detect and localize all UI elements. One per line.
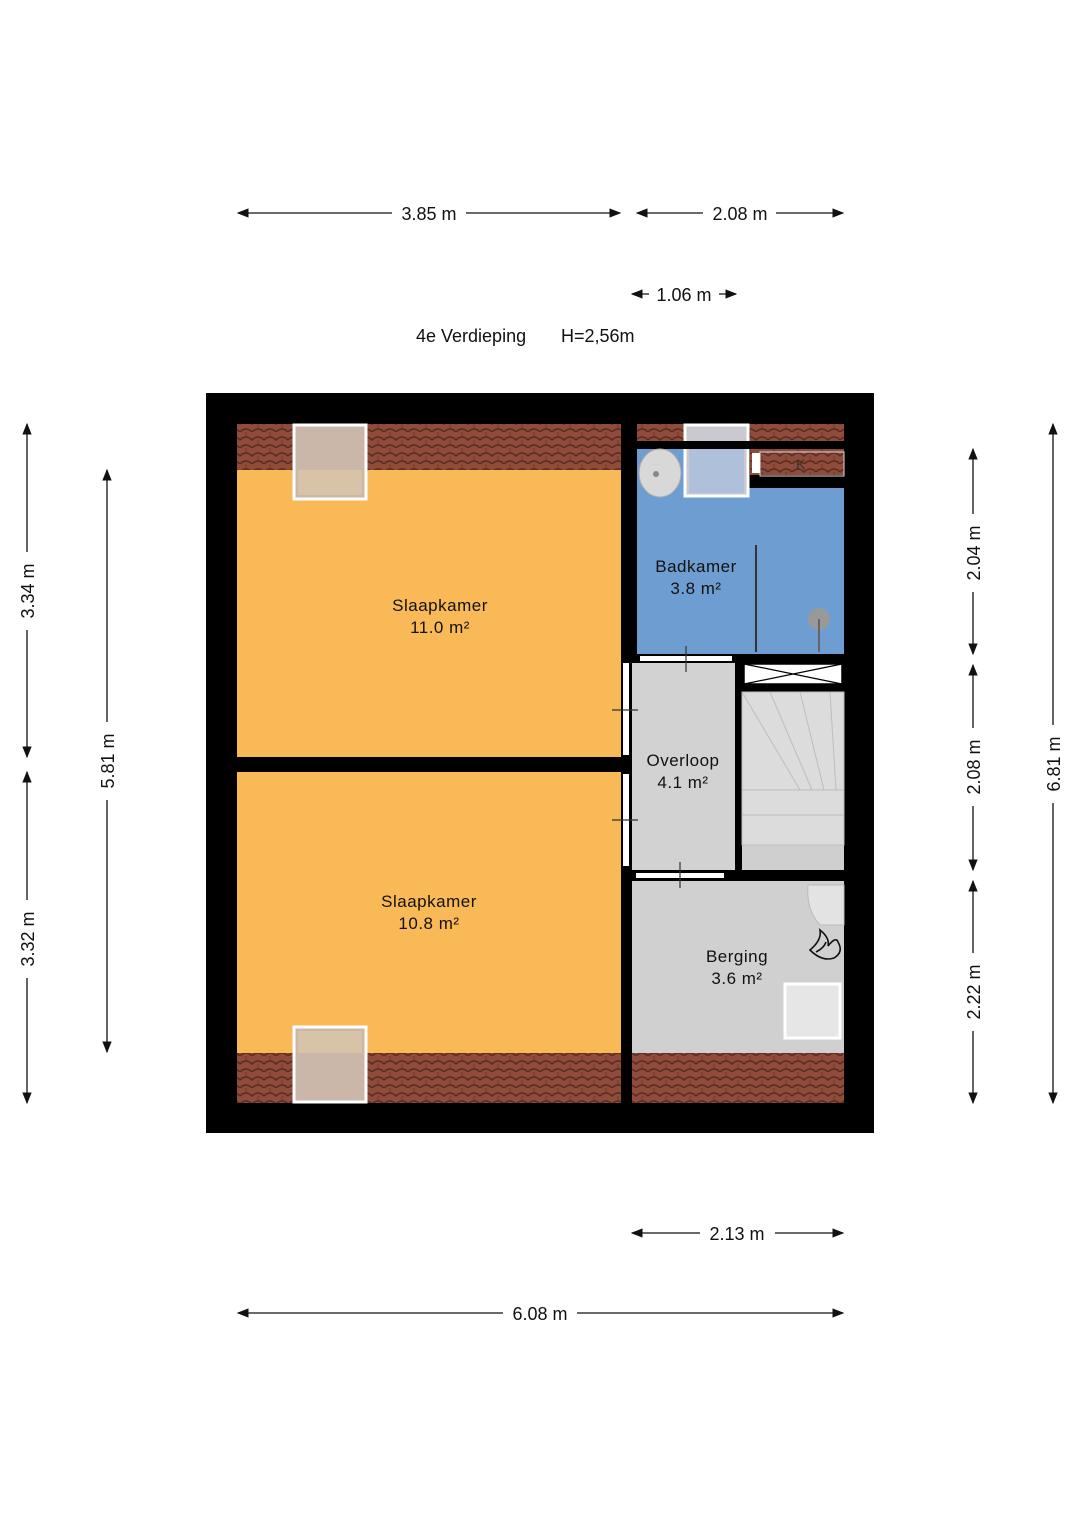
roof-tiles-bottom-right: [632, 1053, 844, 1103]
wall-berging-top: [632, 870, 844, 881]
dim-top-right: 2.08 m: [635, 204, 845, 224]
room-badkamer: [637, 488, 844, 654]
room-label-badkamer: Badkamer: [655, 557, 736, 576]
dim-right-lower: 2.22 m: [964, 879, 984, 1105]
svg-text:3.32 m: 3.32 m: [18, 911, 38, 966]
room-area-badkamer: 3.8 m²: [670, 579, 721, 598]
room-slaapkamer-1: [237, 470, 621, 757]
floor-height: H=2,56m: [561, 326, 635, 346]
svg-text:2.08 m: 2.08 m: [712, 204, 767, 224]
dim-bottom-total: 6.08 m: [236, 1304, 845, 1324]
dim-top-small: 1.06 m: [630, 285, 738, 305]
svg-text:1.06 m: 1.06 m: [656, 285, 711, 305]
svg-text:3.85 m: 3.85 m: [401, 204, 456, 224]
dim-left-total: 5.81 m: [98, 468, 118, 1054]
door-bath: [640, 646, 732, 672]
wall-between-bedrooms: [237, 757, 621, 772]
flame-icon: [808, 928, 842, 960]
room-label-overloop: Overloop: [647, 751, 720, 770]
wall-stair-left: [735, 654, 742, 870]
skylight-bottom-left: [292, 1025, 368, 1104]
kast-door: [752, 453, 760, 473]
roof-tiles-top-right-2: [750, 449, 844, 475]
room-label-berging: Berging: [706, 947, 768, 966]
washbasin: [638, 448, 682, 498]
svg-text:6.81 m: 6.81 m: [1044, 736, 1064, 791]
wall-vertical-center: [621, 424, 632, 1104]
svg-text:2.22 m: 2.22 m: [964, 964, 984, 1019]
dim-left-lower: 3.32 m: [18, 770, 38, 1105]
staircase: [741, 691, 845, 846]
svg-text:5.81 m: 5.81 m: [98, 733, 118, 788]
shower-head: [808, 608, 830, 652]
dim-bottom-small: 2.13 m: [630, 1224, 845, 1244]
dim-right-total: 6.81 m: [1044, 422, 1064, 1105]
room-label-slaapkamer-2: Slaapkamer: [381, 892, 477, 911]
floor-name: 4e Verdieping: [416, 326, 526, 346]
room-overloop: [632, 663, 735, 870]
dim-top-left: 3.85 m: [236, 204, 622, 224]
skylight-top-left: [292, 423, 368, 501]
boiler-icon: [807, 884, 845, 926]
room-slaapkamer-2: [237, 772, 621, 1053]
svg-text:2.04 m: 2.04 m: [964, 525, 984, 580]
wall-bath-top: [637, 441, 844, 449]
room-area-slaapkamer-1: 11.0 m²: [410, 618, 470, 637]
room-area-overloop: 4.1 m²: [657, 773, 708, 792]
wall-stair-top: [735, 684, 844, 692]
svg-text:2.13 m: 2.13 m: [709, 1224, 764, 1244]
dim-right-middle: 2.08 m: [964, 663, 984, 872]
door-slaapkamer-1: [612, 663, 638, 755]
washing-machine: [783, 982, 842, 1040]
door-berging: [636, 862, 724, 888]
svg-text:2.08 m: 2.08 m: [964, 739, 984, 794]
skylight-badkamer: [683, 423, 750, 498]
dim-right-upper: 2.04 m: [964, 447, 984, 656]
dim-left-upper: 3.34 m: [18, 422, 38, 759]
kast-label: K: [796, 456, 806, 472]
door-slaapkamer-2: [612, 774, 638, 866]
room-label-slaapkamer-1: Slaapkamer: [392, 596, 488, 615]
stair-void: [743, 663, 843, 685]
svg-text:3.34 m: 3.34 m: [18, 563, 38, 618]
room-area-slaapkamer-2: 10.8 m²: [398, 914, 459, 933]
room-area-berging: 3.6 m²: [711, 969, 762, 988]
svg-text:6.08 m: 6.08 m: [512, 1304, 567, 1324]
